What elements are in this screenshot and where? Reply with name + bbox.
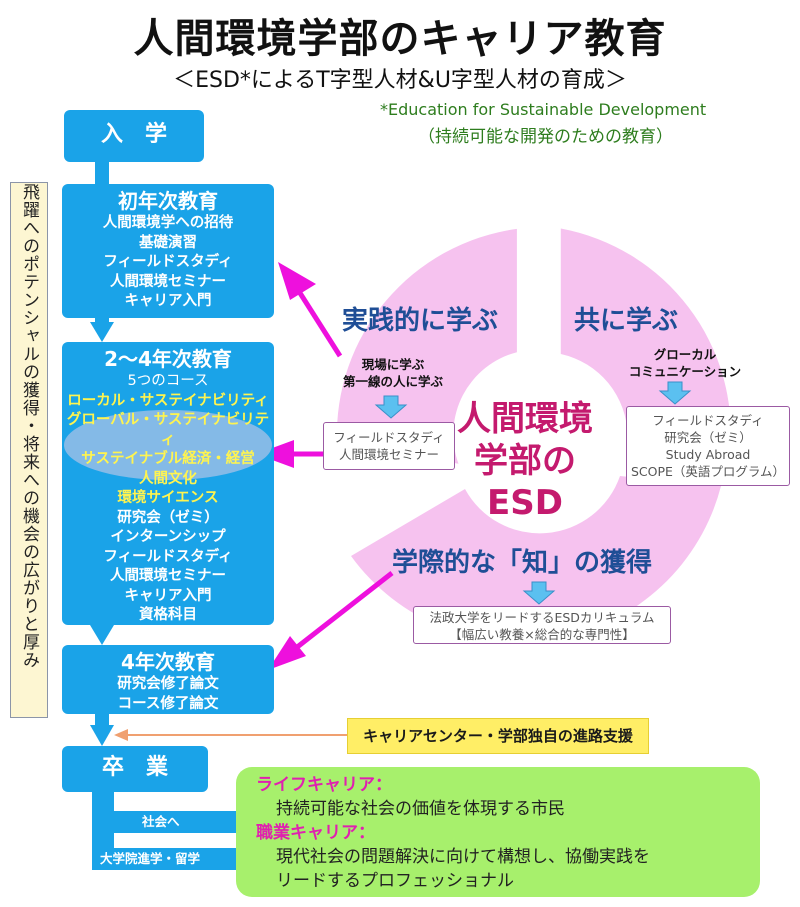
entry-box: 入 学 xyxy=(64,110,204,162)
down-arrow-practice xyxy=(374,395,408,419)
practice-box-line: 人間環境セミナー xyxy=(338,447,439,462)
together-desc-line: コミュニケーション xyxy=(628,364,742,379)
year1-item: 人間環境セミナー xyxy=(110,273,226,290)
year1-item: フィールドスタディ xyxy=(103,254,233,270)
year2-4-item: 研究会（ゼミ） xyxy=(117,509,219,526)
year1-title: 初年次教育 xyxy=(118,189,218,213)
together-box-line: SCOPE（英語プログラム） xyxy=(630,464,786,479)
year2-4-item: 資格科目 xyxy=(139,607,197,623)
wheel-segment-knowledge xyxy=(351,476,721,643)
knowledge-box: 法政大学をリードするESDカリキュラム 【幅広い教養×総合的な専門性】 xyxy=(413,606,671,644)
course-item: 人間文化 xyxy=(139,470,197,487)
sidebar-banner: 飛躍へのポテンシャルの獲得・将来への機会の広がりと厚み xyxy=(10,182,48,718)
magenta-arrow-3 xyxy=(294,571,394,650)
year4-box: 4年次教育 研究会修了論文 コース修了論文 xyxy=(62,645,274,714)
together-box-line: フィールドスタディ xyxy=(652,413,764,428)
practice-desc-line: 第一線の人に学ぶ xyxy=(342,374,443,389)
page-title: 人間環境学部のキャリア教育 xyxy=(133,16,667,62)
year2-4-item: インターンシップ xyxy=(110,529,226,545)
esd-footnote-en: *Education for Sustainable Development xyxy=(380,100,707,119)
courses-group: ローカル・サステイナビリティ グローバル・サステイナビリティ サステイナブル経済… xyxy=(62,392,274,509)
together-box-line: Study Abroad xyxy=(665,447,751,462)
together-box: フィールドスタディ 研究会（ゼミ） Study Abroad SCOPE（英語プ… xyxy=(626,406,790,486)
practice-title: 実践的に学ぶ xyxy=(342,306,499,336)
year4-item: コース修了論文 xyxy=(117,695,219,712)
knowledge-box-line: 法政大学をリードするESDカリキュラム xyxy=(429,610,655,625)
esd-footnote-ja: （持続可能な開発のための教育） xyxy=(418,127,673,147)
magenta-arrow-1 xyxy=(297,291,343,358)
year1-item: 人間環境学への招待 xyxy=(102,215,234,231)
esd-center-line: 人間環境 xyxy=(457,399,593,439)
year1-item: 基礎演習 xyxy=(139,234,197,251)
to-grad-school-label: 大学院進学・留学 xyxy=(100,851,201,866)
outcomes-box: ライフキャリア： 持続可能な社会の価値を体現する市民 職業キャリア： 現代社会の… xyxy=(236,767,760,897)
year2-4-item: 人間環境セミナー xyxy=(110,568,226,584)
practice-box-line: フィールドスタディ xyxy=(333,430,445,445)
year1-item: キャリア入門 xyxy=(124,293,212,309)
together-title: 共に学ぶ xyxy=(574,306,679,336)
sidebar-text: 飛躍へのポテンシャルの獲得・将来への機会の広がりと厚み xyxy=(19,183,39,669)
together-desc: グローカル コミュニケーション xyxy=(618,346,752,380)
esd-center-label: 人間環境 学部のESD xyxy=(440,398,610,524)
life-career-text: 持続可能な社会の価値を体現する市民 xyxy=(276,799,565,819)
course-item: サステイナブル経済・経営 xyxy=(81,451,255,467)
year2-4-item: フィールドスタディ xyxy=(103,548,233,565)
work-career-label: 職業キャリア： xyxy=(256,823,375,843)
together-desc-line: グローカル xyxy=(653,347,717,362)
life-career-label: ライフキャリア： xyxy=(256,775,392,795)
practice-desc-line: 現場に学ぶ xyxy=(361,357,425,372)
down-arrow-together xyxy=(658,381,692,405)
course-item: 環境サイエンス xyxy=(117,490,219,506)
course-item: グローバル・サステイナビリティ xyxy=(66,412,270,448)
together-box-line: 研究会（ゼミ） xyxy=(664,430,752,445)
year1-box: 初年次教育 人間環境学への招待 基礎演習 フィールドスタディ 人間環境セミナー … xyxy=(62,184,274,318)
practice-box: フィールドスタディ 人間環境セミナー xyxy=(323,422,455,470)
work-career-text: 現代社会の問題解決に向けて構想し、協働実践を xyxy=(276,847,650,867)
work-career-text: リードするプロフェッショナル xyxy=(276,871,514,891)
year2-4-item: キャリア入門 xyxy=(124,587,212,604)
courses-ellipse xyxy=(64,409,272,480)
graduation-label: 卒 業 xyxy=(101,755,168,780)
year4-title: 4年次教育 xyxy=(121,650,215,674)
esd-center-line: 学部のESD xyxy=(474,441,576,523)
knowledge-box-line: 【幅広い教養×総合的な専門性】 xyxy=(449,627,635,642)
practice-desc: 現場に学ぶ 第一線の人に学ぶ xyxy=(328,356,458,390)
year2-4-box: 2～4年次教育 5つのコース ローカル・サステイナビリティ グローバル・サステイ… xyxy=(62,342,274,625)
to-society-label: 社会へ xyxy=(142,814,180,829)
year2-4-title: 2～4年次教育 xyxy=(104,347,232,371)
year4-item: 研究会修了論文 xyxy=(117,676,219,692)
career-center-box: キャリアセンター・学部独自の進路支援 xyxy=(347,718,649,754)
graduation-box: 卒 業 xyxy=(62,746,208,792)
course-item: ローカル・サステイナビリティ xyxy=(67,392,269,409)
down-arrow-knowledge xyxy=(522,581,556,605)
knowledge-title: 学際的な「知」の獲得 xyxy=(392,548,653,578)
courses-label: 5つのコース xyxy=(127,373,209,389)
page-subtitle: ＜ESD*によるT字型人材&U字型人材の育成＞ xyxy=(173,68,627,93)
wheel-segment-together xyxy=(560,228,731,452)
entry-label: 入 学 xyxy=(100,122,167,147)
